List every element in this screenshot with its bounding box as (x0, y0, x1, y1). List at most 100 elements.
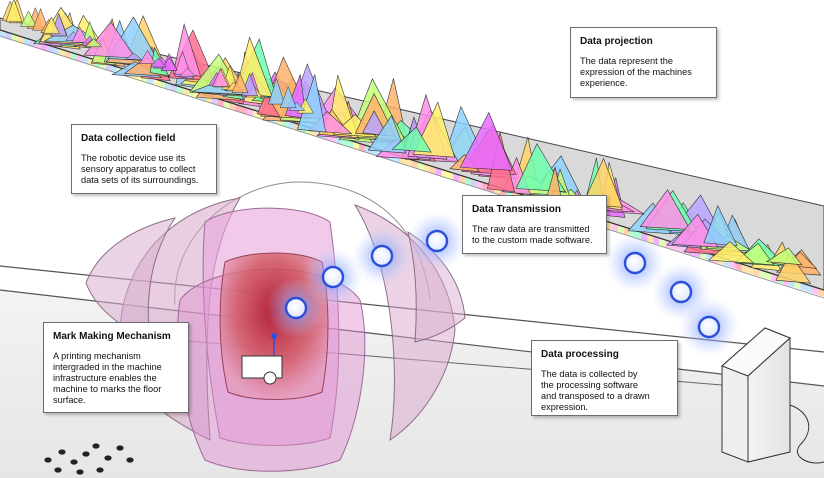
ribbon-stripe (335, 135, 342, 145)
ribbon-stripe (741, 264, 748, 273)
data-peak (85, 38, 103, 48)
floor-mark (104, 455, 112, 461)
floor-mark (44, 457, 52, 463)
floor-mark (116, 445, 124, 451)
ribbon-stripe (765, 271, 772, 281)
callout-title: Data Transmission (472, 204, 561, 215)
signal-node (284, 296, 308, 320)
ribbon-stripe (453, 173, 460, 182)
ribbon-stripe (800, 282, 807, 292)
ribbon-stripe (623, 226, 630, 236)
ribbon-stripe (812, 286, 819, 296)
projection-ribbon-stripes (0, 30, 824, 297)
ribbon-stripe (417, 161, 424, 171)
data-peak (139, 49, 156, 64)
ribbon-stripe (359, 143, 365, 153)
floor-marks (44, 443, 134, 475)
ribbon-stripe (818, 288, 824, 297)
transmission-signal (266, 211, 739, 357)
data-peak (708, 241, 755, 264)
ribbon-stripe (659, 238, 666, 247)
data-peak (765, 247, 803, 266)
ribbon-stripe (612, 223, 618, 232)
ribbon-stripe (353, 141, 360, 151)
signal-node (697, 315, 721, 339)
data-peak (124, 52, 143, 60)
floor-mark (54, 467, 62, 473)
data-peak (5, 0, 23, 23)
data-peak (367, 115, 407, 154)
ribbon-stripe (771, 273, 777, 283)
floor-mark (126, 457, 134, 463)
data-peak (703, 205, 738, 247)
ribbon-stripe (759, 269, 766, 279)
ribbon-stripe (447, 171, 454, 180)
ribbon-stripe (435, 167, 442, 177)
ribbon-stripe (247, 108, 254, 117)
data-peak (32, 8, 49, 31)
ribbon-stripe (429, 165, 436, 175)
callout-body: The robotic device use its sensory appar… (81, 153, 199, 185)
signal-node (669, 280, 693, 304)
data-peak (20, 10, 37, 27)
ribbon-stripe (794, 280, 801, 290)
processing-computer (721, 327, 824, 464)
callout-title: Data collection field (81, 133, 176, 144)
data-peak (268, 77, 285, 105)
signal-node (321, 265, 345, 289)
ribbon-stripe (441, 169, 448, 179)
data-peak (362, 110, 388, 137)
floor-mark (58, 449, 66, 455)
callout-title: Data projection (580, 36, 653, 47)
ribbon-stripe (470, 178, 477, 188)
ribbon-stripe (253, 109, 259, 119)
data-peak (459, 111, 513, 171)
ribbon-stripe (735, 262, 742, 271)
ribbon-stripe (412, 160, 418, 169)
callout-data-collection: Data collection field The robotic device… (71, 124, 217, 194)
robot-device (241, 333, 283, 385)
data-peak (149, 57, 167, 68)
signal-node (623, 251, 647, 275)
ribbon-stripe (729, 260, 736, 270)
data-peak (178, 67, 197, 77)
callout-title: Mark Making Mechanism (53, 331, 171, 342)
ribbon-stripe (406, 158, 412, 167)
callout-title: Data processing (541, 349, 619, 360)
data-peak (71, 26, 89, 43)
ribbon-stripe (364, 145, 371, 154)
callout-data-processing: Data processing The data is collected by… (531, 340, 678, 416)
data-peak (279, 85, 297, 108)
callout-data-projection: Data projection The data represent the e… (570, 27, 717, 98)
floor-mark (92, 443, 100, 449)
data-peak (256, 92, 281, 118)
ribbon-stripe (476, 180, 483, 190)
callout-data-transmission: Data Transmission The raw data are trans… (462, 195, 607, 254)
ribbon-stripe (288, 121, 295, 130)
ribbon-stripe (618, 225, 624, 234)
data-peak (775, 253, 812, 284)
data-peak (83, 21, 137, 59)
floor-mark (70, 459, 78, 465)
callout-body: The data represent the expression of the… (580, 56, 692, 88)
callout-body: The data is collected by the processing … (541, 369, 650, 412)
signal-node (425, 229, 449, 253)
data-landscape (1, 0, 822, 284)
data-peak (42, 16, 60, 34)
floor-mark (82, 451, 90, 457)
ribbon-stripe (423, 163, 430, 173)
ribbon-underside (0, 35, 824, 299)
callout-body: A printing mechanism intergraded in the … (53, 351, 162, 405)
callout-body: The raw data are transmitted to the cust… (472, 224, 593, 245)
data-peak (391, 126, 432, 153)
ribbon-stripe (606, 221, 613, 231)
data-peak (231, 72, 249, 93)
callout-mark-making: Mark Making Mechanism A printing mechani… (43, 322, 189, 413)
floor-mark (96, 467, 104, 473)
data-peak (639, 189, 691, 230)
floor-mark (76, 469, 84, 475)
signal-node (370, 244, 394, 268)
data-peak (212, 68, 229, 87)
ribbon-stripe (482, 182, 489, 192)
